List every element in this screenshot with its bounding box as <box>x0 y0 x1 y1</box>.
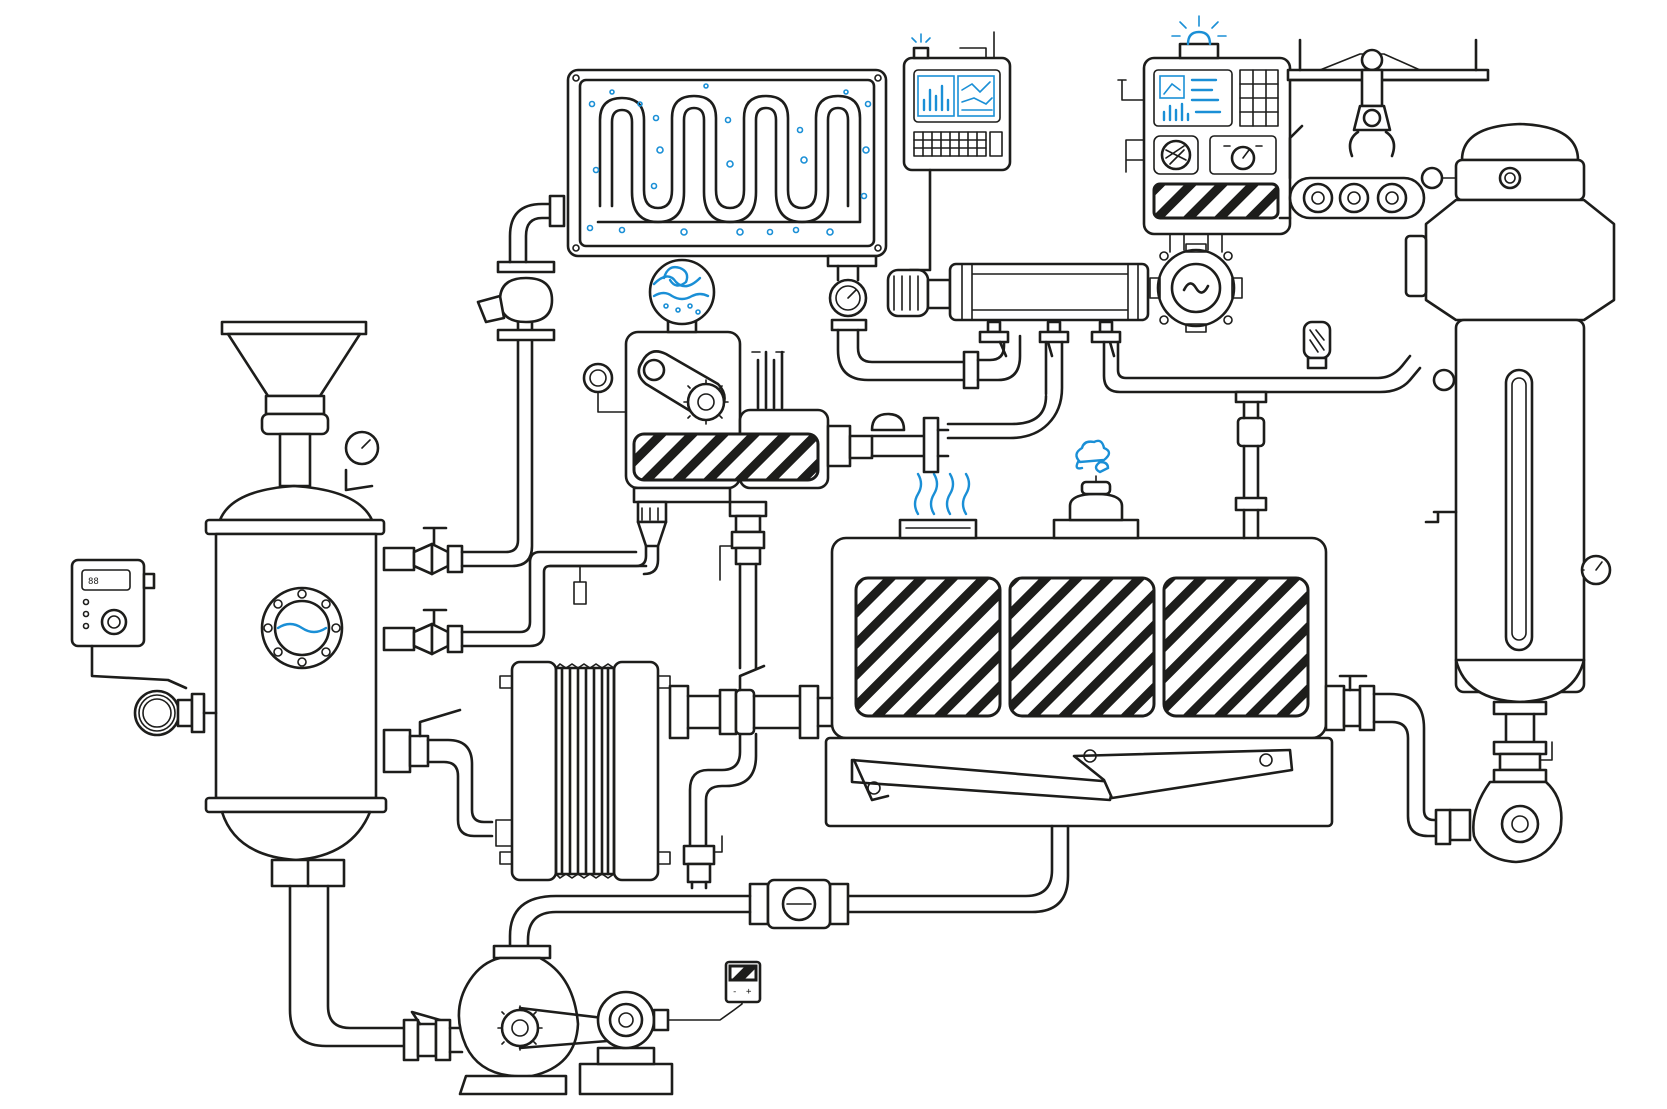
boiler-panel-left <box>854 576 1002 718</box>
water-level-globe <box>648 258 716 334</box>
lower-vessel-pipe <box>460 550 648 648</box>
controller-box[interactable]: 88 <box>70 558 188 690</box>
monitor-terminal[interactable] <box>902 31 1012 272</box>
column-sample-tap[interactable] <box>1424 510 1458 524</box>
tank-outlet-pipe <box>836 264 968 382</box>
gearbox-outlet-valve[interactable] <box>826 412 950 474</box>
main-boiler-unit <box>824 536 1334 828</box>
riser-flange <box>548 194 566 228</box>
monitor-beacon-light-icon <box>911 33 931 60</box>
center-feed-column <box>719 500 768 670</box>
boiler-bottom-return-pipe <box>844 824 1070 914</box>
monitor-antenna-icon <box>959 31 995 59</box>
monitor-trend-chart-icon <box>957 75 995 117</box>
flow-meter <box>748 878 850 930</box>
centrifugal-pump <box>457 956 580 1096</box>
vessel-outlet-flange <box>270 858 346 888</box>
cabinet-hazard-stripe <box>1152 182 1280 220</box>
monitor-bar-chart-icon <box>917 75 955 117</box>
column-bottom-valve[interactable] <box>1492 700 1553 784</box>
gearbox-pressure-gauge <box>582 362 627 413</box>
boiler-outlet-pipe <box>1372 692 1452 838</box>
manifold-return-pipe <box>1102 340 1422 394</box>
boiler-safety-valve <box>1052 439 1140 540</box>
tank-outlet-elbow <box>976 334 1022 382</box>
side-drain-valve[interactable] <box>573 565 587 605</box>
overhead-gantry-rail <box>1286 38 1490 82</box>
riser-elbow-pipe <box>508 202 554 264</box>
pump-motor <box>578 990 743 1096</box>
feed-hopper <box>220 320 368 488</box>
column-discharge-pump <box>1448 780 1563 864</box>
cabinet-alarm-beacon-icon <box>1171 15 1227 60</box>
monitor-keyboard-icon[interactable] <box>913 131 1003 157</box>
vessel-pressure-gauge <box>344 430 380 492</box>
controller-dial-knob[interactable] <box>100 608 128 636</box>
gearbox-drain-pipe <box>548 544 660 576</box>
inlet-coil-ring <box>133 689 218 737</box>
exchanger-bypass-pipe <box>688 732 758 848</box>
return-pressure-gauge <box>1302 320 1332 370</box>
boiler-panel-center <box>1008 576 1156 718</box>
cabinet-screen-icon <box>1159 75 1222 122</box>
drive-shaft-housing <box>948 262 1150 322</box>
gearbox-sight-tubes <box>751 350 785 410</box>
battery-box: - + <box>724 960 762 1004</box>
plate-heat-exchanger <box>495 660 671 882</box>
boiler-steam-vent <box>898 472 978 540</box>
boiler-linkage-arm <box>850 748 1294 802</box>
feed-pump-motor <box>886 268 952 318</box>
gearbox-hazard-stripe <box>632 432 820 482</box>
vessel-to-exchanger-valve[interactable] <box>382 708 494 838</box>
cross-pipe-valve-handle[interactable] <box>738 664 766 692</box>
boiler-outlet-valve[interactable] <box>1324 674 1376 732</box>
column-mid-gauge <box>1432 368 1457 392</box>
upper-vessel-valve[interactable] <box>382 526 464 576</box>
upper-vessel-pipe <box>460 286 534 568</box>
pump-discharge-flange <box>492 944 552 960</box>
generator-turbine <box>1149 225 1243 333</box>
boiler-panel-right <box>1162 576 1310 718</box>
cabinet-dial-gauge-icon[interactable] <box>1209 135 1277 175</box>
manifold-down-pipe <box>946 340 1064 440</box>
tank-outlet-flange <box>962 350 980 390</box>
monitor-signal-cable <box>908 168 932 272</box>
controller-display-text: 88 <box>88 577 99 587</box>
column-top-gauge <box>1420 166 1457 190</box>
exchanger-to-boiler-pipe <box>668 684 834 740</box>
control-cabinet[interactable] <box>1117 15 1292 236</box>
sight-glass-porthole <box>260 586 344 670</box>
boiler-outlet-flange <box>1434 808 1452 846</box>
boiler-feed-riser <box>1234 390 1268 540</box>
robot-claw-arm[interactable] <box>1348 68 1396 158</box>
mixing-vessel <box>204 484 388 862</box>
column-side-gauge <box>1580 554 1612 586</box>
column-level-tube <box>1504 368 1534 652</box>
vessel-drain-pipe <box>288 884 406 1048</box>
coil-heat-tank <box>566 68 888 258</box>
distillation-column <box>1404 122 1616 704</box>
cabinet-keypad-icon[interactable] <box>1239 69 1279 127</box>
conveyor-belt <box>1278 124 1426 220</box>
cabinet-fan-vent-icon <box>1153 135 1199 175</box>
bypass-valve[interactable] <box>682 835 723 890</box>
battery-minus-label: - <box>732 987 737 997</box>
heating-coil <box>596 94 862 224</box>
cabinet-side-lever-icon[interactable] <box>1117 79 1145 173</box>
agitator-gearbox <box>582 330 830 548</box>
riser-check-valve[interactable] <box>476 260 556 342</box>
battery-plus-label: + <box>746 987 752 997</box>
manifold-taps[interactable] <box>978 320 1122 358</box>
pump-discharge-pipe <box>508 894 752 948</box>
lower-vessel-valve[interactable] <box>382 608 464 656</box>
pump-inlet-valve[interactable] <box>402 1010 464 1062</box>
belt-drive-gears <box>637 350 729 425</box>
tank-outlet-gauge <box>826 254 878 332</box>
